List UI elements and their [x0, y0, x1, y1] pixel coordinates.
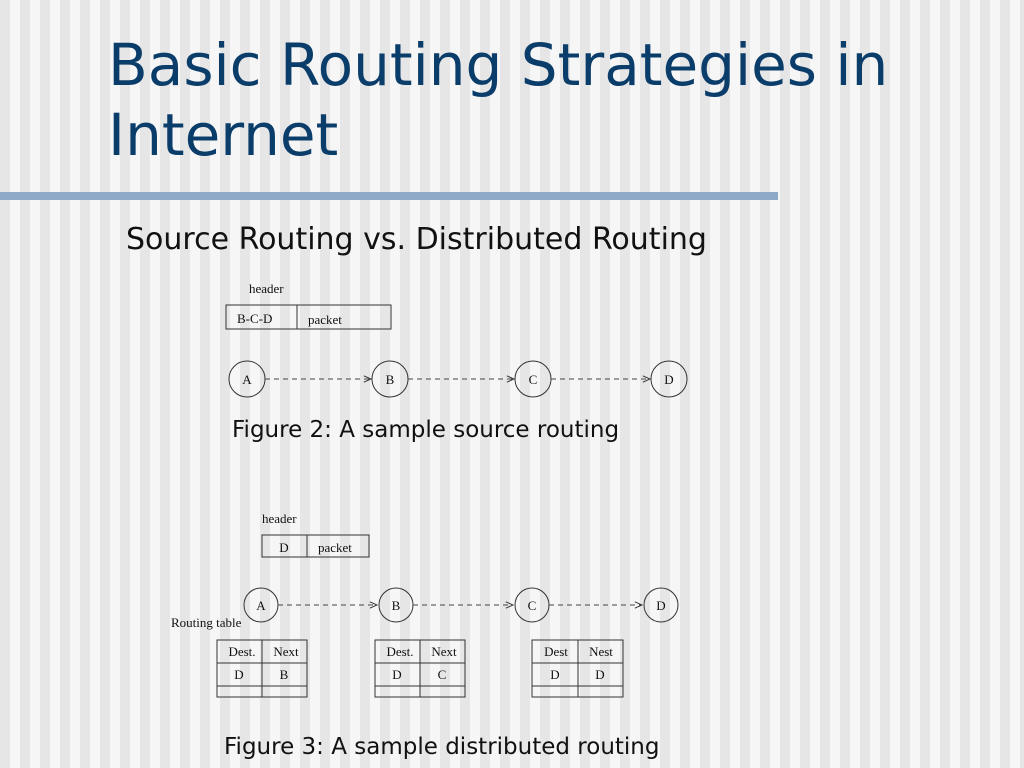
svg-text:B: B: [392, 598, 401, 613]
fig3-header-label: header: [262, 511, 297, 526]
routing-table-a: Dest. Next D B: [216, 639, 308, 698]
figure-3-caption: Figure 3: A sample distributed routing: [224, 734, 660, 760]
fig3-header-dest: D: [279, 540, 288, 555]
figure-2-caption: Figure 2: A sample source routing: [232, 417, 620, 443]
fig2-header-route: B-C-D: [237, 311, 272, 326]
fig3-node-c: C: [514, 587, 550, 623]
svg-text:A: A: [242, 372, 252, 387]
table-c-dest-header: Dest: [544, 644, 568, 659]
slide-title: Basic Routing Strategies in Internet: [108, 31, 889, 169]
svg-text:C: C: [528, 598, 537, 613]
fig3-node-b: B: [378, 587, 414, 623]
svg-text:A: A: [256, 598, 266, 613]
figure-3-distributed-routing: header D packet A B C D Routing table: [171, 511, 679, 698]
table-c-next: D: [595, 667, 604, 682]
table-a-next: B: [280, 667, 289, 682]
fig3-node-d: D: [643, 587, 679, 623]
svg-text:D: D: [656, 598, 665, 613]
routing-table-b: Dest. Next D C: [374, 639, 466, 698]
fig2-node-d: D: [650, 360, 688, 398]
routing-table-c: Dest Nest D D: [531, 639, 624, 698]
fig2-node-a: A: [228, 360, 266, 398]
table-b-dest-header: Dest.: [386, 644, 413, 659]
table-a-dest-header: Dest.: [228, 644, 255, 659]
fig2-header-box: [225, 304, 392, 330]
table-c-dest: D: [550, 667, 559, 682]
fig2-header-packet: packet: [308, 312, 342, 327]
slide-subtitle: Source Routing vs. Distributed Routing: [126, 222, 707, 257]
svg-text:D: D: [664, 372, 673, 387]
fig2-header-label: header: [249, 281, 284, 296]
table-b-dest: D: [392, 667, 401, 682]
svg-text:C: C: [529, 372, 538, 387]
title-divider: [0, 192, 778, 200]
svg-text:B: B: [386, 372, 395, 387]
table-b-next-header: Next: [431, 644, 457, 659]
fig3-header-packet: packet: [318, 540, 352, 555]
table-a-dest: D: [234, 667, 243, 682]
table-a-next-header: Next: [273, 644, 299, 659]
table-c-next-header: Nest: [589, 644, 613, 659]
table-b-next: C: [438, 667, 447, 682]
fig2-node-b: B: [371, 360, 409, 398]
fig3-node-a: A: [243, 587, 279, 623]
fig2-node-c: C: [514, 360, 552, 398]
routing-table-label: Routing table: [171, 615, 242, 630]
figure-2-source-routing: header B-C-D packet A B C D: [225, 281, 688, 398]
fig3-header-box: [261, 534, 370, 558]
